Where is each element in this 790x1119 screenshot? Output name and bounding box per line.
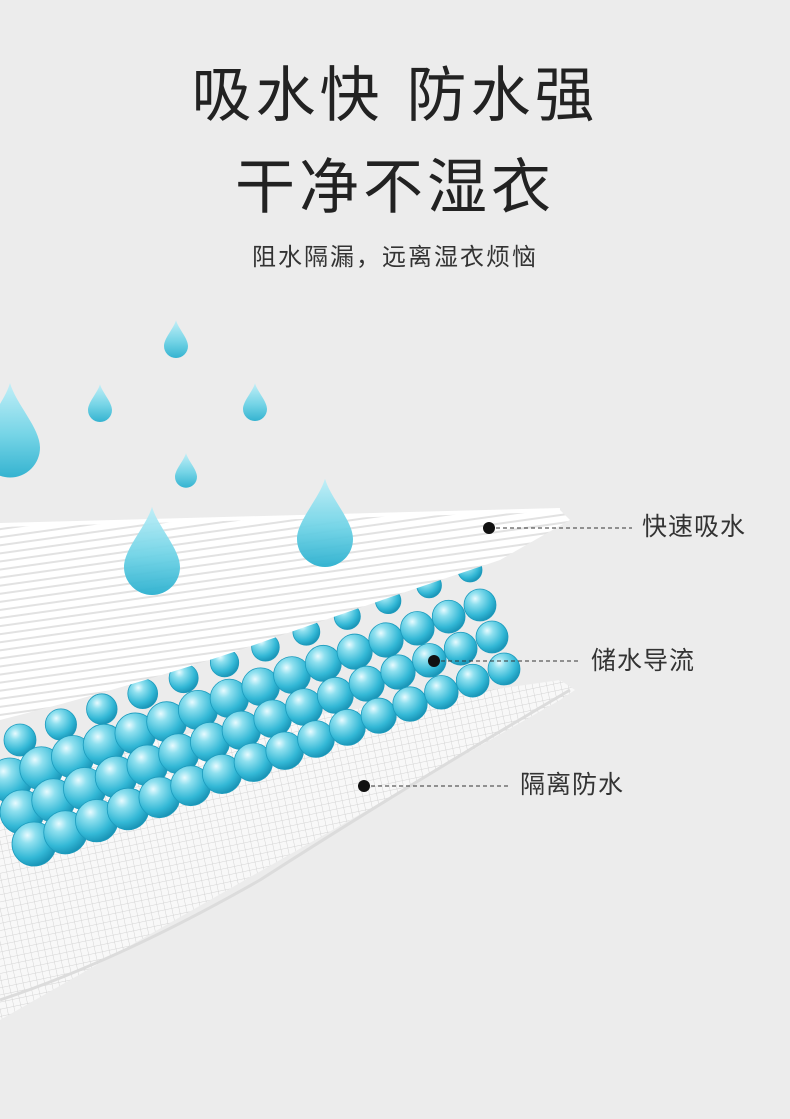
water-bead: [392, 686, 428, 722]
water-drop: [0, 383, 40, 478]
water-bead: [368, 622, 404, 658]
water-bead: [487, 652, 521, 686]
water-bead: [285, 688, 323, 726]
water-bead: [380, 654, 416, 690]
water-bead: [424, 675, 459, 710]
water-drop: [88, 384, 112, 422]
water-bead: [475, 620, 509, 654]
water-bead: [273, 656, 311, 694]
water-bead: [328, 708, 366, 746]
water-bead: [348, 665, 385, 702]
water-drop: [175, 453, 198, 488]
water-drop: [297, 478, 353, 567]
label-isolation-waterproof: 隔离防水: [520, 770, 625, 799]
water-drop: [164, 320, 188, 358]
water-bead: [431, 599, 466, 634]
headline-line-1: 吸水快 防水强: [191, 61, 599, 131]
water-bead: [316, 676, 354, 714]
subtitle: 阻水隔漏，远离湿衣烦恼: [252, 243, 538, 271]
callout-isolation: [358, 780, 508, 792]
water-bead: [304, 644, 342, 682]
water-bead: [3, 723, 37, 757]
water-bead: [455, 663, 490, 698]
label-fast-absorb: 快速吸水: [642, 512, 747, 541]
water-bead: [463, 588, 497, 622]
water-bead: [443, 631, 478, 666]
bead-layer: [0, 557, 521, 867]
bottom-mesh-layer: [0, 680, 575, 1020]
headline-line-2: 干净不湿衣: [235, 153, 555, 223]
label-water-storage: 储水导流: [591, 646, 696, 675]
water-bead: [297, 720, 335, 758]
callout-storage: [428, 655, 580, 667]
water-bead: [360, 697, 397, 734]
water-bead: [400, 611, 435, 646]
water-drop: [243, 383, 267, 421]
water-drops: [0, 320, 353, 595]
water-bead: [86, 693, 118, 725]
callout-fast-absorb: [483, 522, 632, 534]
water-bead: [336, 633, 373, 670]
water-drop: [124, 506, 180, 595]
